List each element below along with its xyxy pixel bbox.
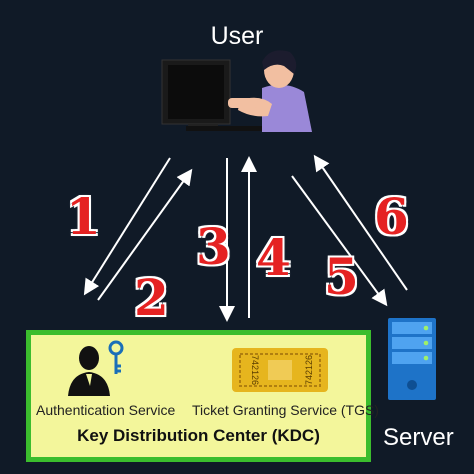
- authentication-person-icon: [68, 346, 110, 396]
- ticket-number-left: 742126: [250, 355, 260, 385]
- arrow-step-6: [313, 154, 408, 291]
- step-number-5: 5: [324, 247, 359, 306]
- step-number-2: 2: [134, 268, 169, 327]
- ticket-number-right: 742126: [304, 355, 314, 385]
- ticket-granting-service-label: Ticket Granting Service (TGS): [192, 402, 379, 418]
- arrow-step-1: [83, 157, 171, 296]
- kdc-title: Key Distribution Center (KDC): [77, 426, 320, 445]
- step-number-1: 1: [66, 187, 101, 246]
- step-number-3: 3: [196, 217, 231, 276]
- arrow-step-5: [291, 175, 388, 307]
- server-label: Server: [383, 424, 454, 451]
- key-icon: [108, 340, 124, 374]
- step-number-4: 4: [256, 228, 291, 287]
- user-computer-icon: [161, 50, 312, 132]
- arrow-step-2: [97, 168, 193, 301]
- ticket-icon: 742126 742126: [232, 348, 328, 392]
- step-number-6: 6: [374, 187, 409, 246]
- user-label: User: [210, 22, 264, 50]
- server-icon: [388, 318, 436, 400]
- authentication-service-label: Authentication Service: [36, 402, 176, 418]
